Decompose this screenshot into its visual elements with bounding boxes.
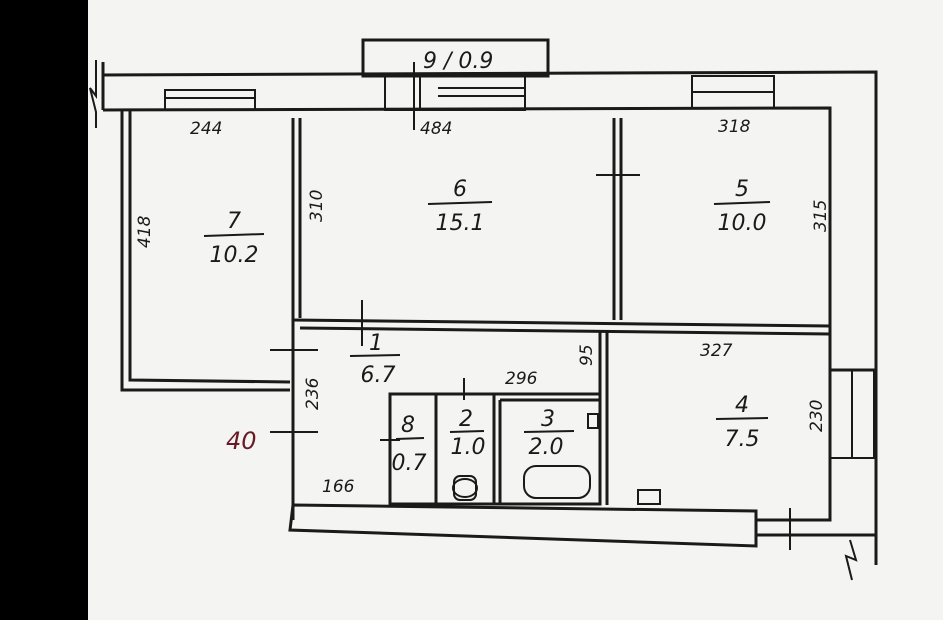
svg-text:10.2: 10.2	[210, 243, 259, 268]
svg-text:5: 5	[735, 177, 749, 202]
window-room6	[384, 75, 526, 111]
window-room5	[691, 75, 775, 109]
room-1-label: 1 6.7	[349, 331, 401, 388]
inner-wall-top	[102, 106, 832, 370]
svg-text:7: 7	[227, 209, 241, 234]
outer-wall-top	[101, 62, 878, 565]
sink	[587, 413, 599, 429]
svg-text:0.7: 0.7	[392, 451, 427, 476]
dim-corridor-depth: 236	[303, 377, 323, 410]
room-2-label: 2 1.0	[449, 407, 486, 460]
dim-room6-width: 484	[420, 119, 452, 139]
margin-note: 40	[226, 427, 257, 455]
svg-text:7.5: 7.5	[725, 427, 760, 452]
break-mark-right	[844, 539, 858, 581]
dim-corridor-length: 296	[505, 369, 538, 389]
room-8-label: 8 0.7	[392, 413, 427, 476]
svg-text:1: 1	[369, 331, 383, 356]
paper-sheet	[88, 0, 943, 620]
room7-left-wall	[120, 110, 290, 392]
dim-lower-segment: 166	[322, 477, 355, 497]
title-number: 9 / 0.9	[423, 49, 493, 74]
dim-room7-depth: 418	[135, 215, 155, 248]
dim-room5-depth: 315	[811, 200, 831, 232]
room-6-label: 6 15.1	[427, 177, 493, 236]
svg-text:6: 6	[453, 177, 467, 202]
svg-text:3: 3	[541, 407, 555, 432]
bottom-wall	[288, 503, 758, 548]
svg-text:8: 8	[401, 413, 415, 438]
svg-text:15.1: 15.1	[436, 211, 485, 236]
corridor-top-wall	[292, 318, 831, 328]
room-5-label: 5 10.0	[713, 177, 771, 236]
dim-hall-partition: 95	[577, 344, 597, 366]
room-4-label: 4 7.5	[715, 393, 769, 452]
break-mark-left	[89, 60, 97, 128]
dim-room7-width: 244	[190, 119, 222, 139]
stove	[637, 489, 661, 505]
window-room7	[164, 89, 256, 111]
svg-text:6.7: 6.7	[361, 363, 396, 388]
dim-room4-depth: 230	[807, 400, 827, 432]
svg-text:4: 4	[735, 393, 749, 418]
dim-room5-width: 318	[718, 117, 751, 137]
room-7-label: 7 10.2	[203, 209, 265, 268]
dim-room4-width: 327	[700, 341, 733, 361]
svg-text:2: 2	[459, 407, 473, 432]
svg-text:10.0: 10.0	[718, 211, 767, 236]
bathtub	[523, 465, 591, 499]
svg-text:2.0: 2.0	[529, 435, 564, 460]
dim-room6-depth: 310	[307, 190, 327, 222]
room-3-label: 3 2.0	[523, 407, 575, 460]
svg-text:1.0: 1.0	[451, 435, 486, 460]
